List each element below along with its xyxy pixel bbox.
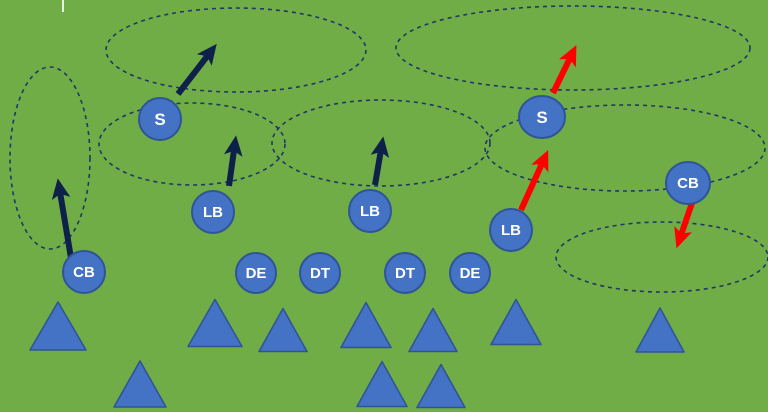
defender-lb-right[interactable]: LB [489, 208, 533, 252]
defender-marker-de-left[interactable] [235, 252, 277, 294]
offense-player-tri-6[interactable] [356, 360, 408, 408]
defender-marker-lb-right[interactable] [489, 208, 533, 252]
defender-marker-lb-mid[interactable] [348, 189, 392, 233]
arrow-route-lb-mid [370, 136, 390, 186]
defense-players-layer: CB S LB DE DT LB DT DE LB S CB [62, 95, 711, 294]
defender-label-de-right: DE [460, 265, 481, 282]
arrow-route-lb-left [223, 135, 243, 187]
sideline-hash-mark [62, 0, 64, 12]
defender-label-de-left: DE [246, 265, 267, 282]
coverage-zone-zone-hook-left [98, 102, 286, 186]
arrow-route-s-right [550, 45, 577, 95]
offense-player-tri-8[interactable] [416, 363, 466, 409]
defender-lb-mid[interactable]: LB [348, 189, 392, 233]
defender-marker-dt-left[interactable] [299, 252, 341, 294]
defender-dt-left[interactable]: DT [299, 252, 341, 294]
arrow-route-cb-left [51, 178, 74, 259]
zone-coverage-layer [9, 5, 768, 293]
offense-player-tri-10[interactable] [635, 307, 685, 353]
defender-marker-lb-left[interactable] [191, 190, 235, 234]
coverage-zone-zone-hook-middle [271, 99, 491, 187]
defender-cb-right[interactable]: CB [665, 161, 711, 205]
defender-marker-dt-right[interactable] [384, 252, 426, 294]
defender-s-left[interactable]: S [138, 97, 182, 141]
offense-player-tri-1[interactable] [29, 301, 87, 351]
defender-cb-left[interactable]: CB [62, 250, 106, 294]
defender-label-lb-left: LB [203, 204, 223, 221]
defender-marker-s-left[interactable] [138, 97, 182, 141]
defender-label-cb-left: CB [73, 264, 95, 281]
arrow-route-cb-right [674, 202, 695, 249]
arrow-route-s-left [175, 43, 217, 96]
defender-label-lb-mid: LB [360, 203, 380, 220]
offense-player-tri-4[interactable] [258, 307, 308, 353]
offense-players-layer [29, 298, 685, 409]
coverage-zone-zone-hook-right [484, 104, 766, 192]
offense-player-tri-3[interactable] [187, 298, 243, 348]
coverage-zone-zone-flat-right [555, 221, 768, 293]
route-arrows-layer [51, 43, 695, 259]
defender-marker-cb-right[interactable] [665, 161, 711, 205]
defender-marker-s-right[interactable] [518, 95, 566, 139]
defender-de-left[interactable]: DE [235, 252, 277, 294]
offense-player-tri-2[interactable] [113, 360, 167, 408]
defender-label-dt-left: DT [310, 265, 330, 282]
defender-label-cb-right: CB [677, 175, 699, 192]
defender-dt-right[interactable]: DT [384, 252, 426, 294]
defender-marker-cb-left[interactable] [62, 250, 106, 294]
defender-label-s-left: S [154, 110, 165, 129]
offense-player-tri-5[interactable] [340, 301, 392, 349]
defender-marker-de-right[interactable] [449, 252, 491, 294]
defender-label-lb-right: LB [501, 222, 521, 239]
defender-s-right[interactable]: S [518, 95, 566, 139]
coverage-zone-zone-deep-right [395, 5, 751, 91]
defender-label-dt-right: DT [395, 265, 415, 282]
offense-player-tri-9[interactable] [490, 298, 542, 346]
coverage-zone-zone-flat-left [9, 66, 91, 250]
defender-de-right[interactable]: DE [449, 252, 491, 294]
coverage-zone-zone-deep-left [105, 7, 367, 93]
arrow-route-lb-right [518, 149, 549, 212]
defender-lb-left[interactable]: LB [191, 190, 235, 234]
offense-player-tri-7[interactable] [408, 307, 458, 353]
defender-label-s-right: S [536, 108, 547, 127]
